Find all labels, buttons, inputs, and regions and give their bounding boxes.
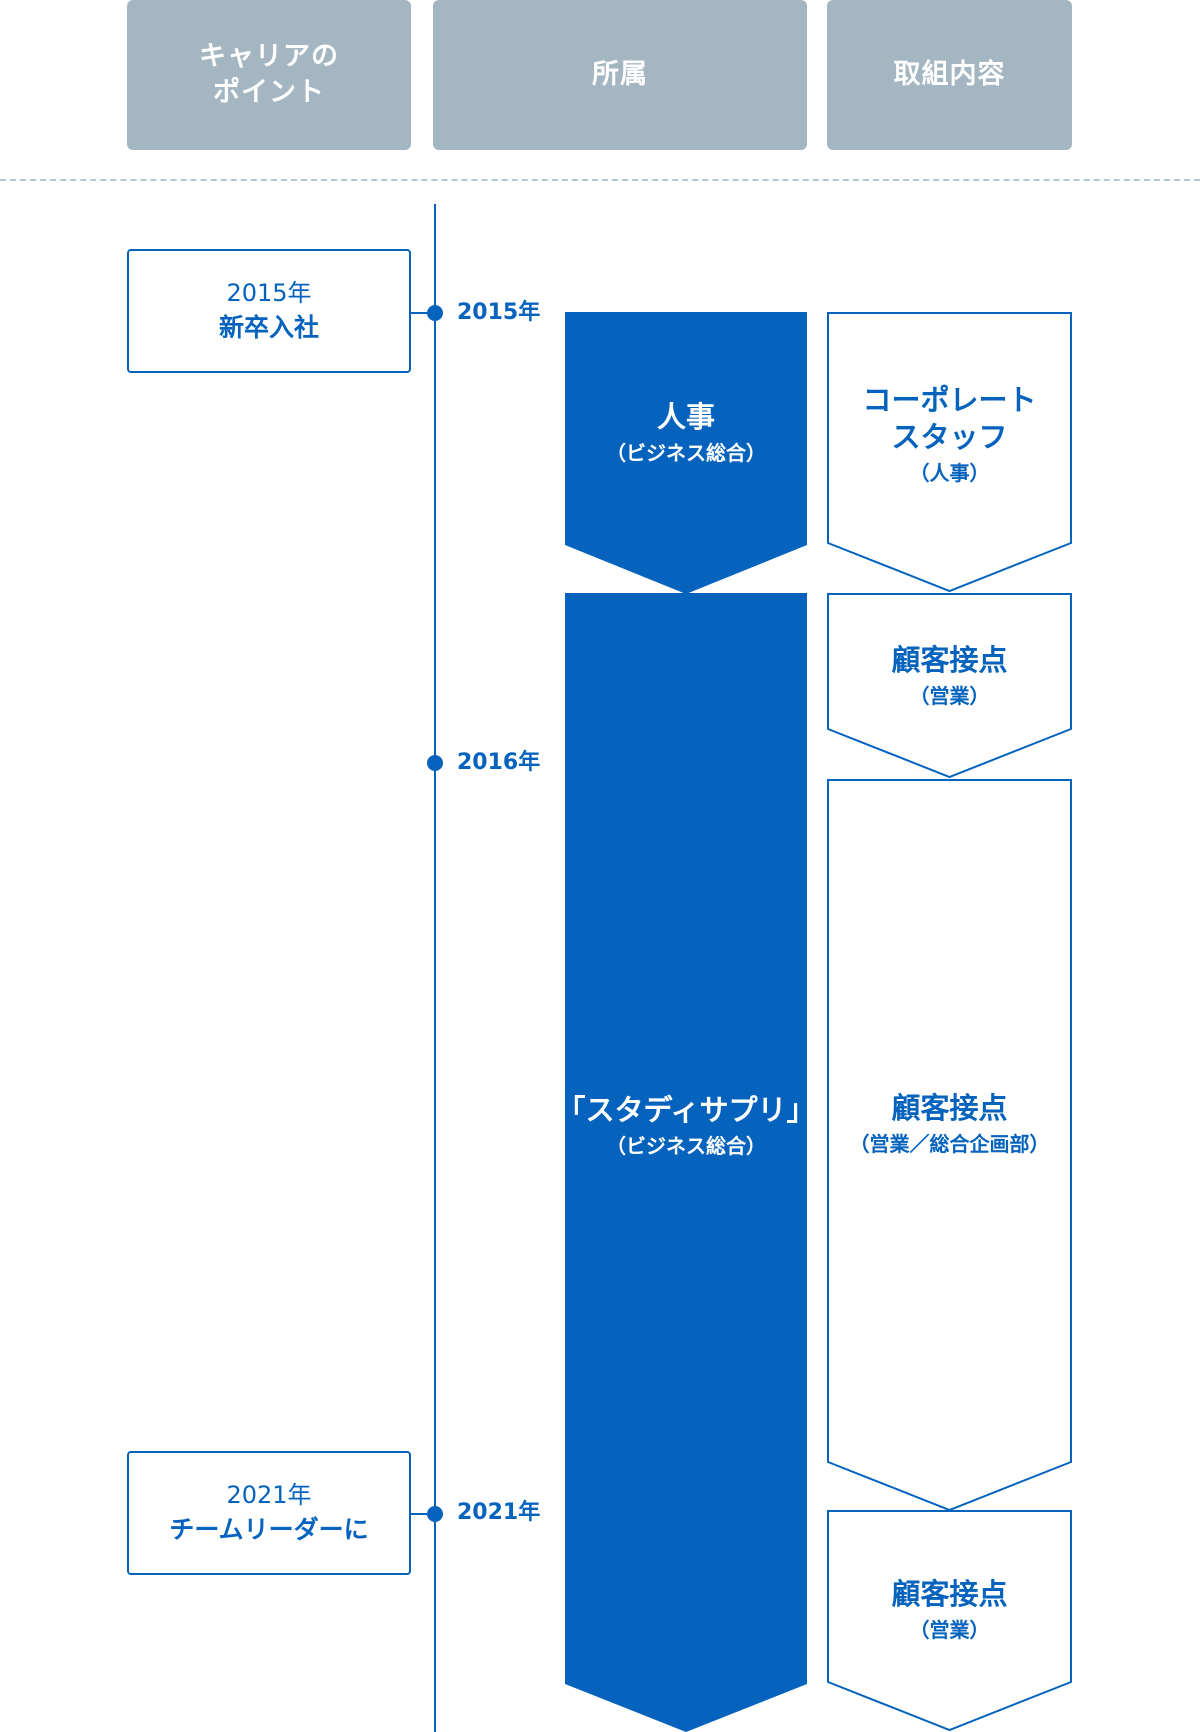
header-career-point: キャリアの ポイント xyxy=(127,0,411,150)
connector-2015 xyxy=(411,312,435,314)
timeline-year-2021: 2021年 xyxy=(457,1500,541,1525)
career-point-2021: 2021年 チームリーダーに xyxy=(127,1451,411,1575)
timeline-line xyxy=(434,204,436,1732)
work-chevron-corporate-staff xyxy=(827,312,1072,593)
work-chevron-sales-1 xyxy=(827,593,1072,779)
header-career-point-line1: キャリアの xyxy=(199,41,339,72)
career-point-text: チームリーダーに xyxy=(169,1515,369,1544)
affiliation-name: 人事 xyxy=(656,400,715,434)
career-point-year: 2015年 xyxy=(226,279,312,307)
affiliation-sub: （ビジネス総合） xyxy=(606,1134,766,1158)
career-point-text: 新卒入社 xyxy=(218,313,319,342)
affiliation-name: 「スタディサプリ」 xyxy=(556,1093,816,1127)
work-sales-1: 顧客接点 （営業） xyxy=(827,642,1072,713)
affiliation-hr: 人事 （ビジネス総合） xyxy=(565,399,807,470)
connector-2021 xyxy=(411,1513,435,1515)
header-career-point-line2: ポイント xyxy=(213,77,325,108)
header-affiliation: 所属 xyxy=(433,0,807,150)
work-name: 顧客接点 xyxy=(891,1091,1008,1125)
work-sales-planning: 顧客接点 （営業／総合企画部） xyxy=(817,1090,1082,1161)
work-sales-2: 顧客接点 （営業） xyxy=(827,1576,1072,1647)
career-point-2015: 2015年 新卒入社 xyxy=(127,249,411,373)
affiliation-sub: （ビジネス総合） xyxy=(606,441,766,465)
work-sub: （人事） xyxy=(909,461,990,485)
timeline-dot-2015 xyxy=(427,305,443,321)
work-name: 顧客接点 xyxy=(891,643,1008,677)
timeline-dot-2021 xyxy=(427,1506,443,1522)
work-name-line2: スタッフ xyxy=(891,420,1008,454)
header-affiliation-label: 所属 xyxy=(592,59,648,90)
career-point-year: 2021年 xyxy=(226,1481,312,1509)
header-work-content: 取組内容 xyxy=(827,0,1072,150)
timeline-dot-2016 xyxy=(427,755,443,771)
work-sub: （営業） xyxy=(909,684,990,708)
header-divider xyxy=(0,179,1200,181)
work-name-line1: コーポレート xyxy=(862,383,1037,417)
timeline-year-2016: 2016年 xyxy=(457,750,541,775)
timeline-year-2015: 2015年 xyxy=(457,300,541,325)
work-chevron-sales-planning xyxy=(827,779,1072,1512)
affiliation-chevron-hr xyxy=(565,312,807,594)
header-work-content-label: 取組内容 xyxy=(893,59,1006,90)
work-sub: （営業／総合企画部） xyxy=(849,1132,1050,1156)
work-name: 顧客接点 xyxy=(891,1577,1008,1611)
work-corporate-staff: コーポレート スタッフ （人事） xyxy=(827,382,1072,490)
affiliation-studysapuri: 「スタディサプリ」 （ビジネス総合） xyxy=(555,1092,817,1163)
work-chevron-sales-2 xyxy=(827,1510,1072,1732)
affiliation-chevron-studysapuri xyxy=(565,593,807,1732)
work-sub: （営業） xyxy=(909,1618,990,1642)
